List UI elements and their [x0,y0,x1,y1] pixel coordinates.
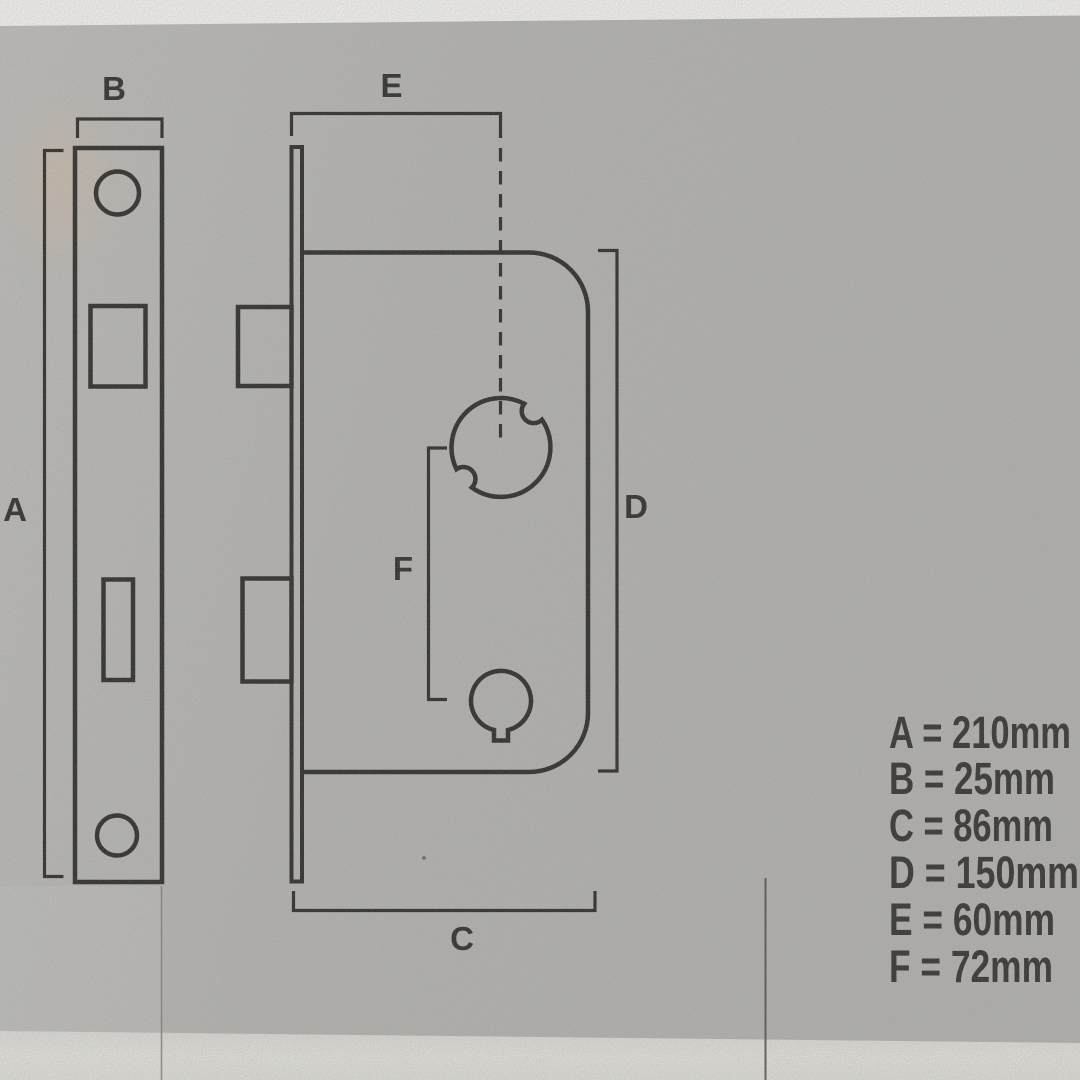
photographed-diagram-page: B E A D F C A = 210mm B = 25mm C = 86mm … [0,0,1080,1080]
paper-grain-texture [0,0,1080,1080]
mortice-lock-dimension-diagram: B E A D F C A = 210mm B = 25mm C = 86mm … [0,0,1080,1080]
